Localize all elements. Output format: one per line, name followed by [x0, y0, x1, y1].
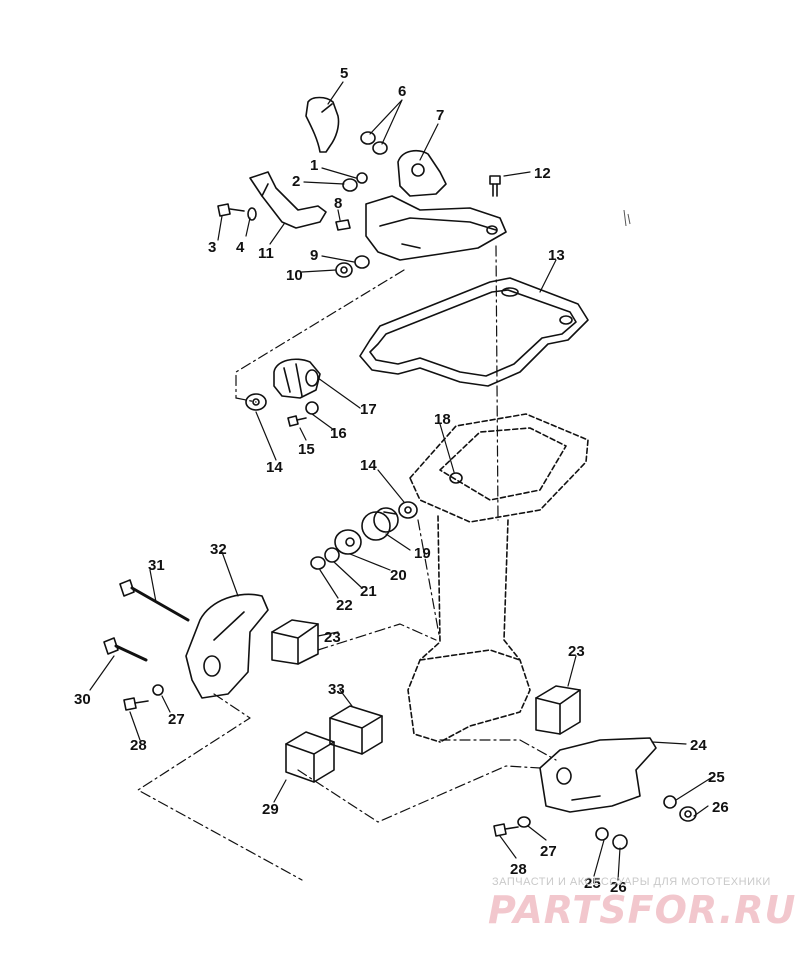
- part-25-washer-lower: [595, 827, 609, 841]
- callout-1: 1: [310, 157, 318, 174]
- callout-27: 27: [168, 711, 185, 728]
- callout-25b: 25: [584, 875, 601, 892]
- callout-15: 15: [298, 441, 315, 458]
- callout-30: 30: [74, 691, 91, 708]
- part-15-screw: [287, 415, 307, 427]
- callout-31: 31: [148, 557, 165, 574]
- part-7-bracket: [397, 149, 447, 197]
- callout-20: 20: [390, 567, 407, 584]
- part-11-lever-arm: [249, 171, 327, 229]
- part-19-mount: [361, 507, 399, 541]
- callout-4: 4: [236, 239, 245, 256]
- callout-2: 2: [292, 173, 300, 190]
- callout-21: 21: [360, 583, 377, 600]
- callout-25: 25: [708, 769, 725, 786]
- part-28-screw-left: [123, 697, 149, 711]
- part-27-washer-right: [517, 816, 531, 828]
- watermark-caption: ЗАПЧАСТИ И АКСЕССУАРЫ ДЛЯ МОТОТЕХНИКИ: [492, 876, 771, 888]
- part-14-washer-upper: [245, 393, 267, 411]
- callout-27b: 27: [540, 843, 557, 860]
- part-8-pin: [335, 219, 351, 231]
- callout-29: 29: [262, 801, 279, 818]
- part-23-block-right: [535, 685, 581, 735]
- callout-10: 10: [286, 267, 303, 284]
- callout-14b: 14: [360, 457, 377, 474]
- part-5-mount-bracket: [305, 96, 340, 153]
- assembly-lines: [137, 245, 557, 881]
- drive-shaft-housing: [407, 515, 531, 743]
- part-24-clamp: [539, 737, 657, 813]
- callout-24: 24: [690, 737, 707, 754]
- callout-33: 33: [328, 681, 345, 698]
- part-33-block: [329, 705, 383, 755]
- callout-5: 5: [340, 65, 348, 82]
- watermark-logo: PARTSFOR.RU: [488, 888, 797, 932]
- part-27-washer-left: [152, 684, 164, 696]
- part-9-washer: [354, 255, 370, 269]
- part-30-bolt: [103, 637, 148, 662]
- callout-18: 18: [434, 411, 451, 428]
- part-20-washer: [334, 529, 362, 555]
- steering-arm-assembly: [365, 195, 507, 261]
- callout-3: 3: [208, 239, 216, 256]
- callout-6: 6: [398, 83, 406, 100]
- callout-8: 8: [334, 195, 342, 212]
- callout-labels: 5 6 7 1 2 12 8 3 4 11 9 10 13 17 16 15 1…: [74, 65, 729, 896]
- callout-13: 13: [548, 247, 565, 264]
- callout-26b: 26: [610, 879, 627, 896]
- callout-16: 16: [330, 425, 347, 442]
- part-26-nut-lower: [612, 834, 628, 850]
- callout-19: 19: [414, 545, 431, 562]
- part-2-washer: [342, 178, 358, 192]
- adapter-plate: [409, 413, 589, 523]
- callout-11: 11: [258, 245, 274, 262]
- leader-lines: [89, 81, 715, 881]
- part-3-bolt: [217, 203, 245, 217]
- callout-32: 32: [210, 541, 227, 558]
- part-17-mount: [273, 358, 321, 399]
- part-13-gasket: [359, 277, 589, 387]
- callout-12: 12: [534, 165, 551, 182]
- part-22-nut: [310, 556, 326, 570]
- callout-28: 28: [130, 737, 147, 754]
- part-21-washer: [324, 547, 340, 563]
- part-29-block: [285, 731, 335, 783]
- part-12-screw: [489, 175, 501, 197]
- part-28-screw-right: [493, 823, 519, 837]
- callout-23b: 23: [568, 643, 585, 660]
- part-26-nut-upper: [679, 806, 697, 822]
- part-1-nut: [356, 172, 368, 184]
- part-32-clamp-bracket: [185, 593, 269, 699]
- callout-23: 23: [324, 629, 341, 646]
- stray-marks: [623, 209, 631, 227]
- part-25-washer-upper: [663, 795, 677, 809]
- callout-28b: 28: [510, 861, 527, 878]
- part-10-nut: [335, 262, 353, 278]
- callout-9: 9: [310, 247, 318, 264]
- callout-22: 22: [336, 597, 353, 614]
- callout-7: 7: [436, 107, 444, 124]
- callout-14: 14: [266, 459, 283, 476]
- callout-17: 17: [360, 401, 377, 418]
- callout-26: 26: [712, 799, 729, 816]
- part-4-washer: [247, 207, 257, 221]
- part-6-bushings: [360, 131, 388, 155]
- part-14-washer-lower: [398, 501, 418, 519]
- part-31-bolt: [119, 579, 190, 622]
- part-16-washer: [305, 401, 319, 415]
- part-23-block-left: [271, 619, 319, 665]
- part-18-grommet: [449, 472, 463, 484]
